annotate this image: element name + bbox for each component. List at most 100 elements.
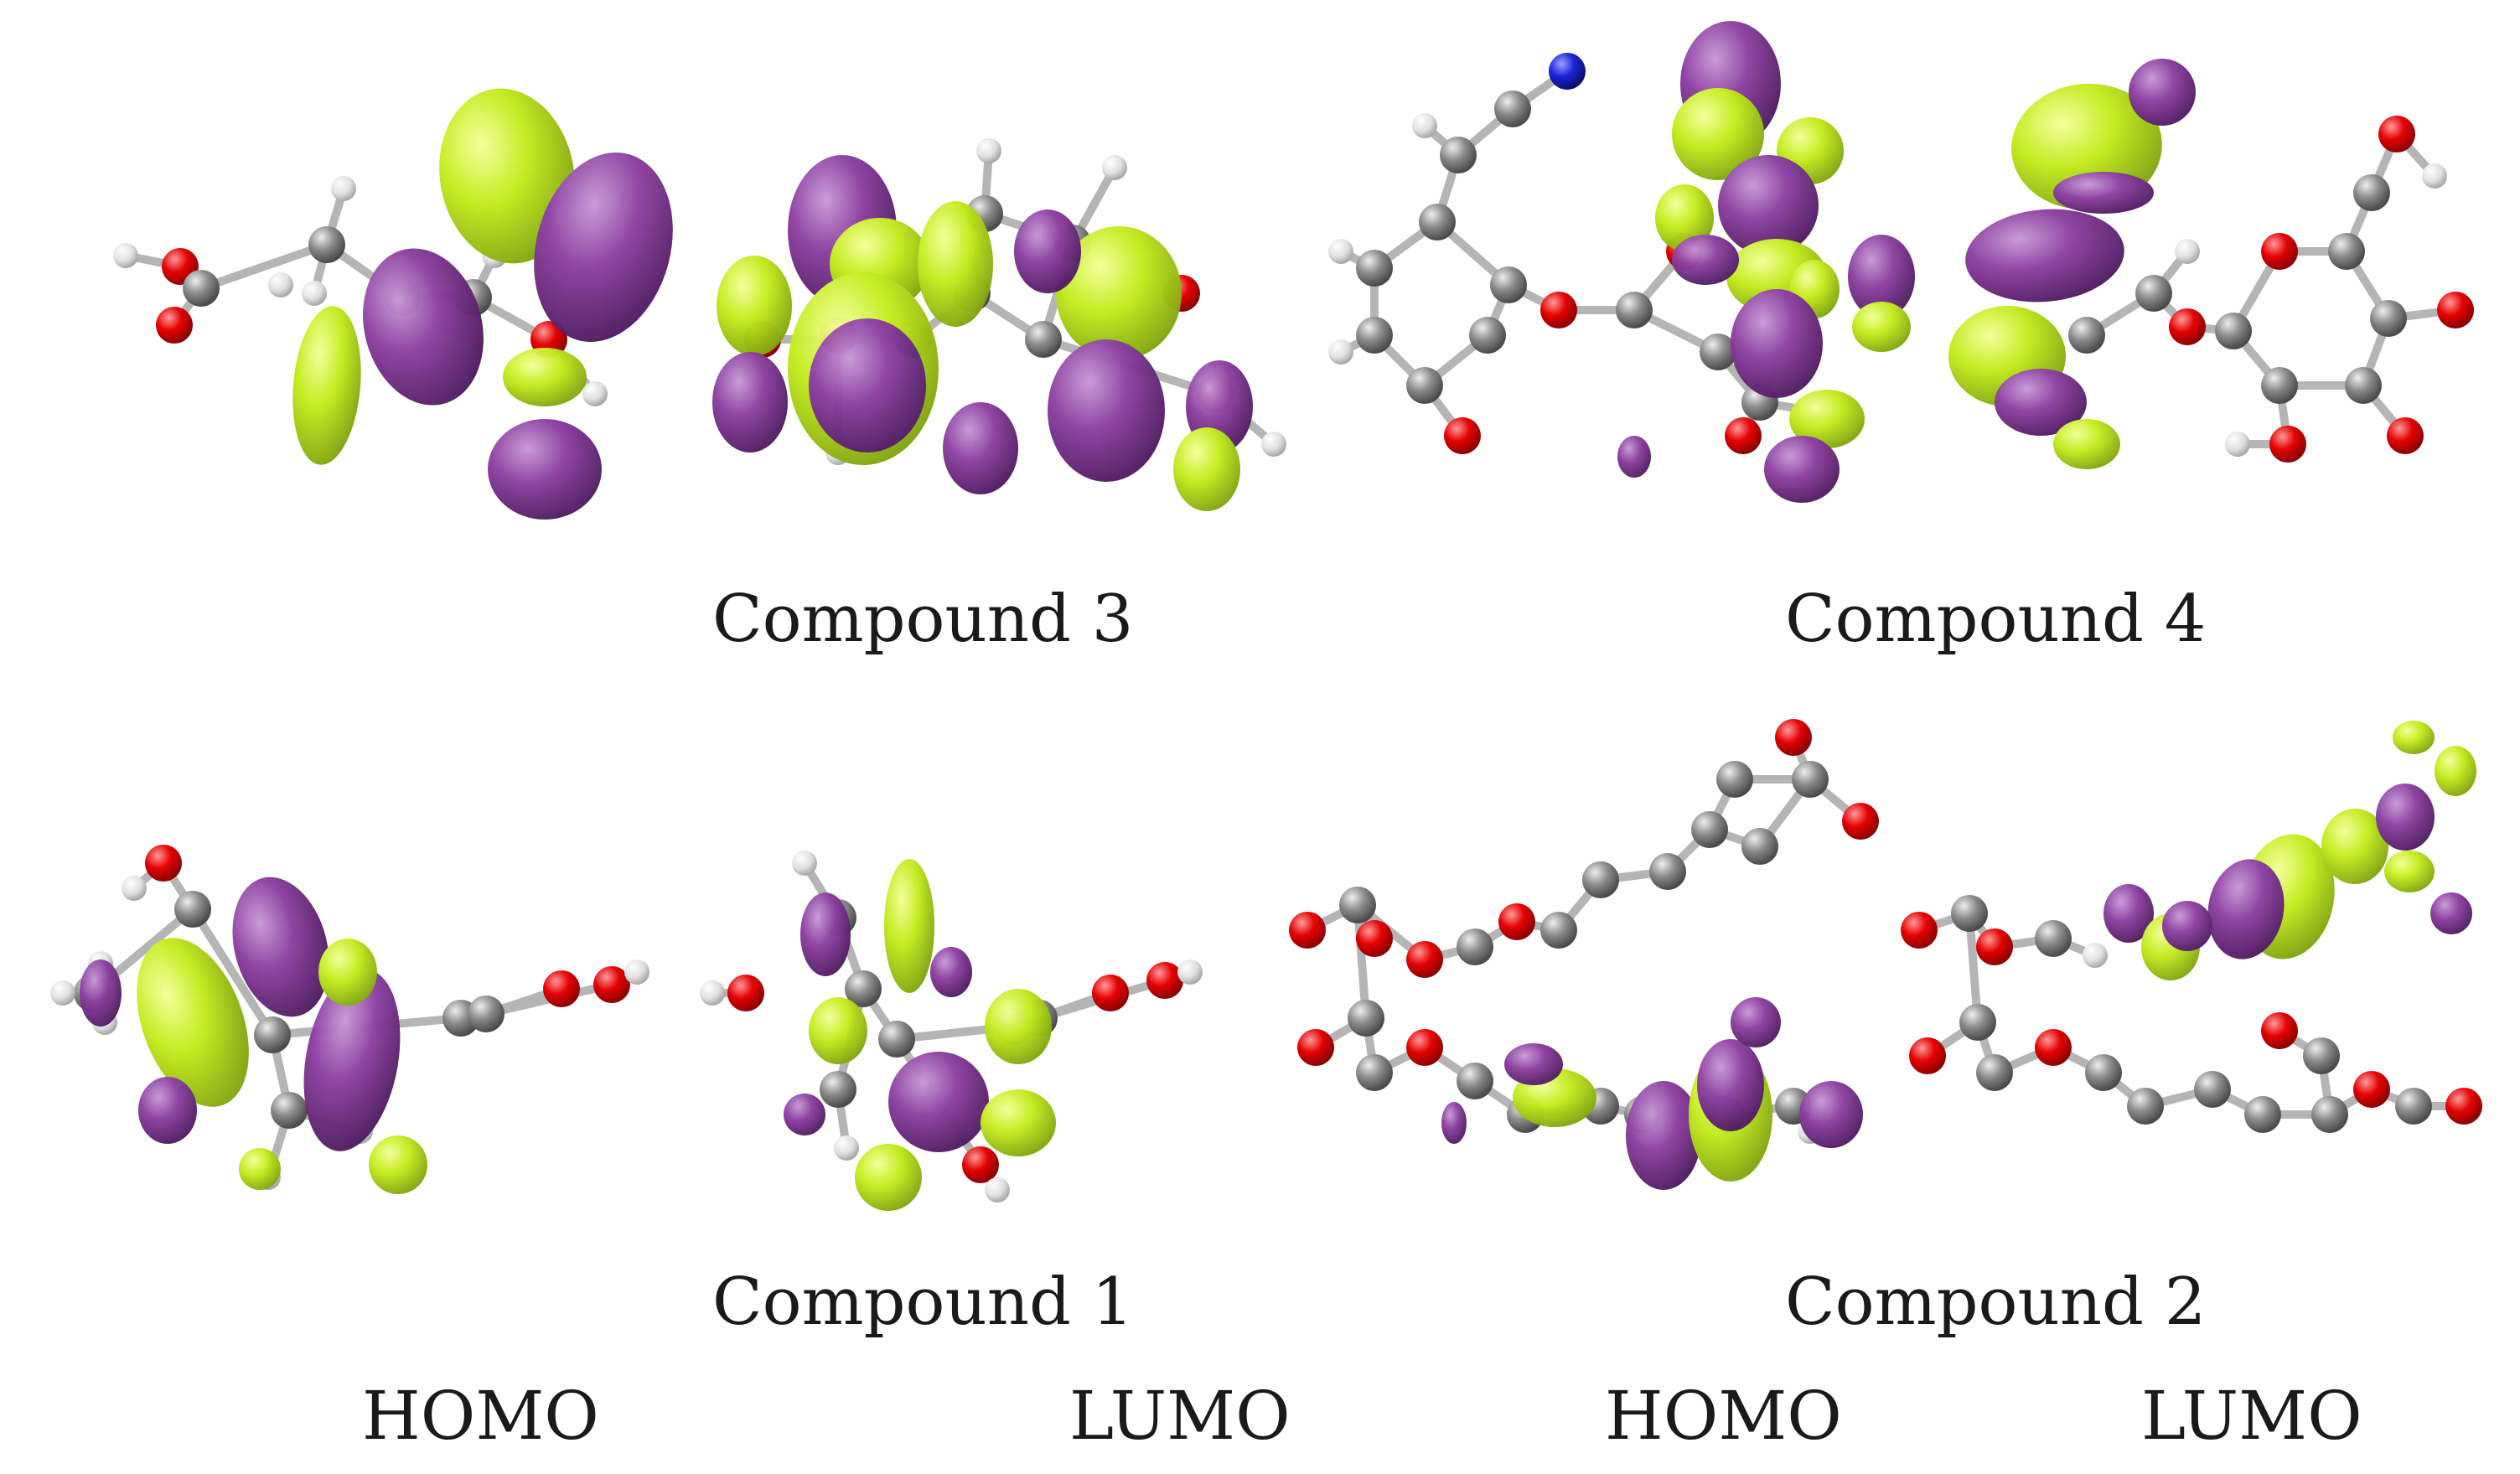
atom-O <box>1092 975 1129 1011</box>
atom-C <box>2194 1071 2231 1108</box>
atom-C <box>1440 137 1477 173</box>
panel-compound-2-lumo-lobes <box>2103 721 2476 980</box>
orbital-lobe-negative <box>809 318 926 453</box>
atom-O <box>2437 292 2474 328</box>
atom-H <box>976 138 1001 163</box>
atom-O <box>1901 912 1938 949</box>
orbital-lobe-negative <box>2103 884 2154 943</box>
orbital-lobe-negative <box>1731 997 1781 1047</box>
bond <box>1353 901 1370 1022</box>
bond <box>197 240 331 292</box>
atom-O <box>593 966 630 1003</box>
orbital-lobe-negative <box>488 419 602 520</box>
atom-O <box>1725 417 1762 454</box>
atom-C <box>1457 1063 1493 1099</box>
atom-C <box>2215 313 2252 349</box>
orbital-lobe-negative <box>80 959 122 1027</box>
atom-C <box>2370 300 2407 337</box>
orbital-lobe-negative <box>712 352 788 453</box>
atom-O <box>1297 1029 1334 1066</box>
orbital-lobe-negative <box>2129 59 2196 126</box>
atom-H <box>1328 239 1353 264</box>
atom-H <box>985 1177 1010 1202</box>
atom-C <box>1716 761 1753 798</box>
atom-O <box>1976 928 2013 965</box>
orbital-lobe-negative <box>1441 1102 1467 1144</box>
orbital-lobe-positive <box>1672 88 1764 180</box>
orbital-lobe-negative <box>943 402 1018 494</box>
orbital-lobe-negative <box>534 153 673 342</box>
atom-O <box>2269 426 2306 463</box>
atom-H <box>1102 155 1127 180</box>
atom-C <box>2353 174 2390 211</box>
atom-H <box>2175 239 2200 264</box>
panel-compound-2-lumo-atoms <box>1901 895 2482 1133</box>
orbital-lobe-positive <box>855 1144 922 1211</box>
lumo-label-right: LUMO <box>2141 1377 2362 1455</box>
atom-C <box>820 1071 856 1108</box>
orbital-lobe-negative <box>1799 1081 1863 1148</box>
atom-H <box>1261 432 1286 457</box>
atom-H <box>122 876 147 901</box>
orbital-lobe-positive <box>981 1089 1056 1156</box>
atom-C <box>2261 367 2298 404</box>
orbital-lobe-negative <box>2053 172 2154 214</box>
panel-compound-3-homo <box>113 88 673 520</box>
atom-C <box>1339 887 1376 923</box>
atom-C <box>2345 367 2382 404</box>
panel-compound-4-lumo <box>1948 59 2474 469</box>
orbital-lobe-negative <box>1048 339 1165 482</box>
orbital-lobe-positive <box>137 938 249 1107</box>
orbital-lobe-negative <box>800 892 851 976</box>
orbital-lobe-positive <box>292 306 361 465</box>
orbital-lobe-negative <box>1504 1043 1563 1085</box>
orbital-lobe-negative <box>1617 436 1651 478</box>
atom-C <box>2135 275 2172 312</box>
panel-compound-4-homo-atoms <box>1328 53 1823 454</box>
orbital-lobe-negative <box>1672 235 1739 285</box>
atom-O <box>1406 1029 1443 1066</box>
atom-H <box>700 980 725 1006</box>
orbital-lobe-negative <box>232 877 329 1017</box>
orbital-lobe-positive <box>2435 746 2476 796</box>
orbital-lobe-positive <box>985 989 1052 1064</box>
atom-C <box>271 1092 308 1129</box>
panel-compound-2-lumo <box>1901 721 2482 1133</box>
atom-C <box>1356 250 1393 287</box>
panel-compound-1-homo <box>50 845 649 1194</box>
atom-C <box>1792 761 1829 798</box>
orbital-lobe-positive <box>717 256 792 356</box>
atom-O <box>2169 308 2206 345</box>
atom-C <box>2395 1088 2432 1125</box>
orbital-lobe-negative <box>1995 369 2087 436</box>
atom-C <box>1649 853 1686 890</box>
atom-C <box>1356 317 1393 354</box>
atom-O <box>1444 417 1481 454</box>
atom-H <box>302 281 327 306</box>
atom-C <box>308 226 345 263</box>
panel-compound-4-homo-lobes <box>1617 21 1915 503</box>
orbital-lobe-negative <box>1014 209 1081 293</box>
orbital-lobe-positive <box>809 997 867 1064</box>
orbital-lobe-negative <box>2162 901 2212 951</box>
panel-compound-4-lumo-atoms <box>2068 116 2474 463</box>
orbital-lobe-positive <box>369 1135 427 1194</box>
atom-C <box>1700 334 1736 370</box>
atom-O <box>1356 920 1393 957</box>
atom-C <box>2244 1096 2281 1133</box>
atom-C <box>1348 1000 1384 1037</box>
compound-2-label: Compound 2 <box>1785 1265 2207 1340</box>
atom-O <box>156 307 193 344</box>
orbital-lobe-negative <box>303 969 401 1151</box>
atom-O <box>2353 1071 2390 1108</box>
atom-C <box>1490 266 1527 303</box>
atom-H <box>268 272 293 297</box>
atom-C <box>1494 91 1531 127</box>
orbital-lobe-negative <box>930 947 972 997</box>
panel-compound-3-lumo-lobes <box>712 155 1253 511</box>
orbital-lobe-positive <box>503 348 587 406</box>
orbital-lobe-positive <box>1655 184 1714 251</box>
atom-C <box>2127 1088 2164 1125</box>
orbital-lobe-negative <box>1626 1081 1701 1190</box>
atom-O <box>962 1146 999 1183</box>
